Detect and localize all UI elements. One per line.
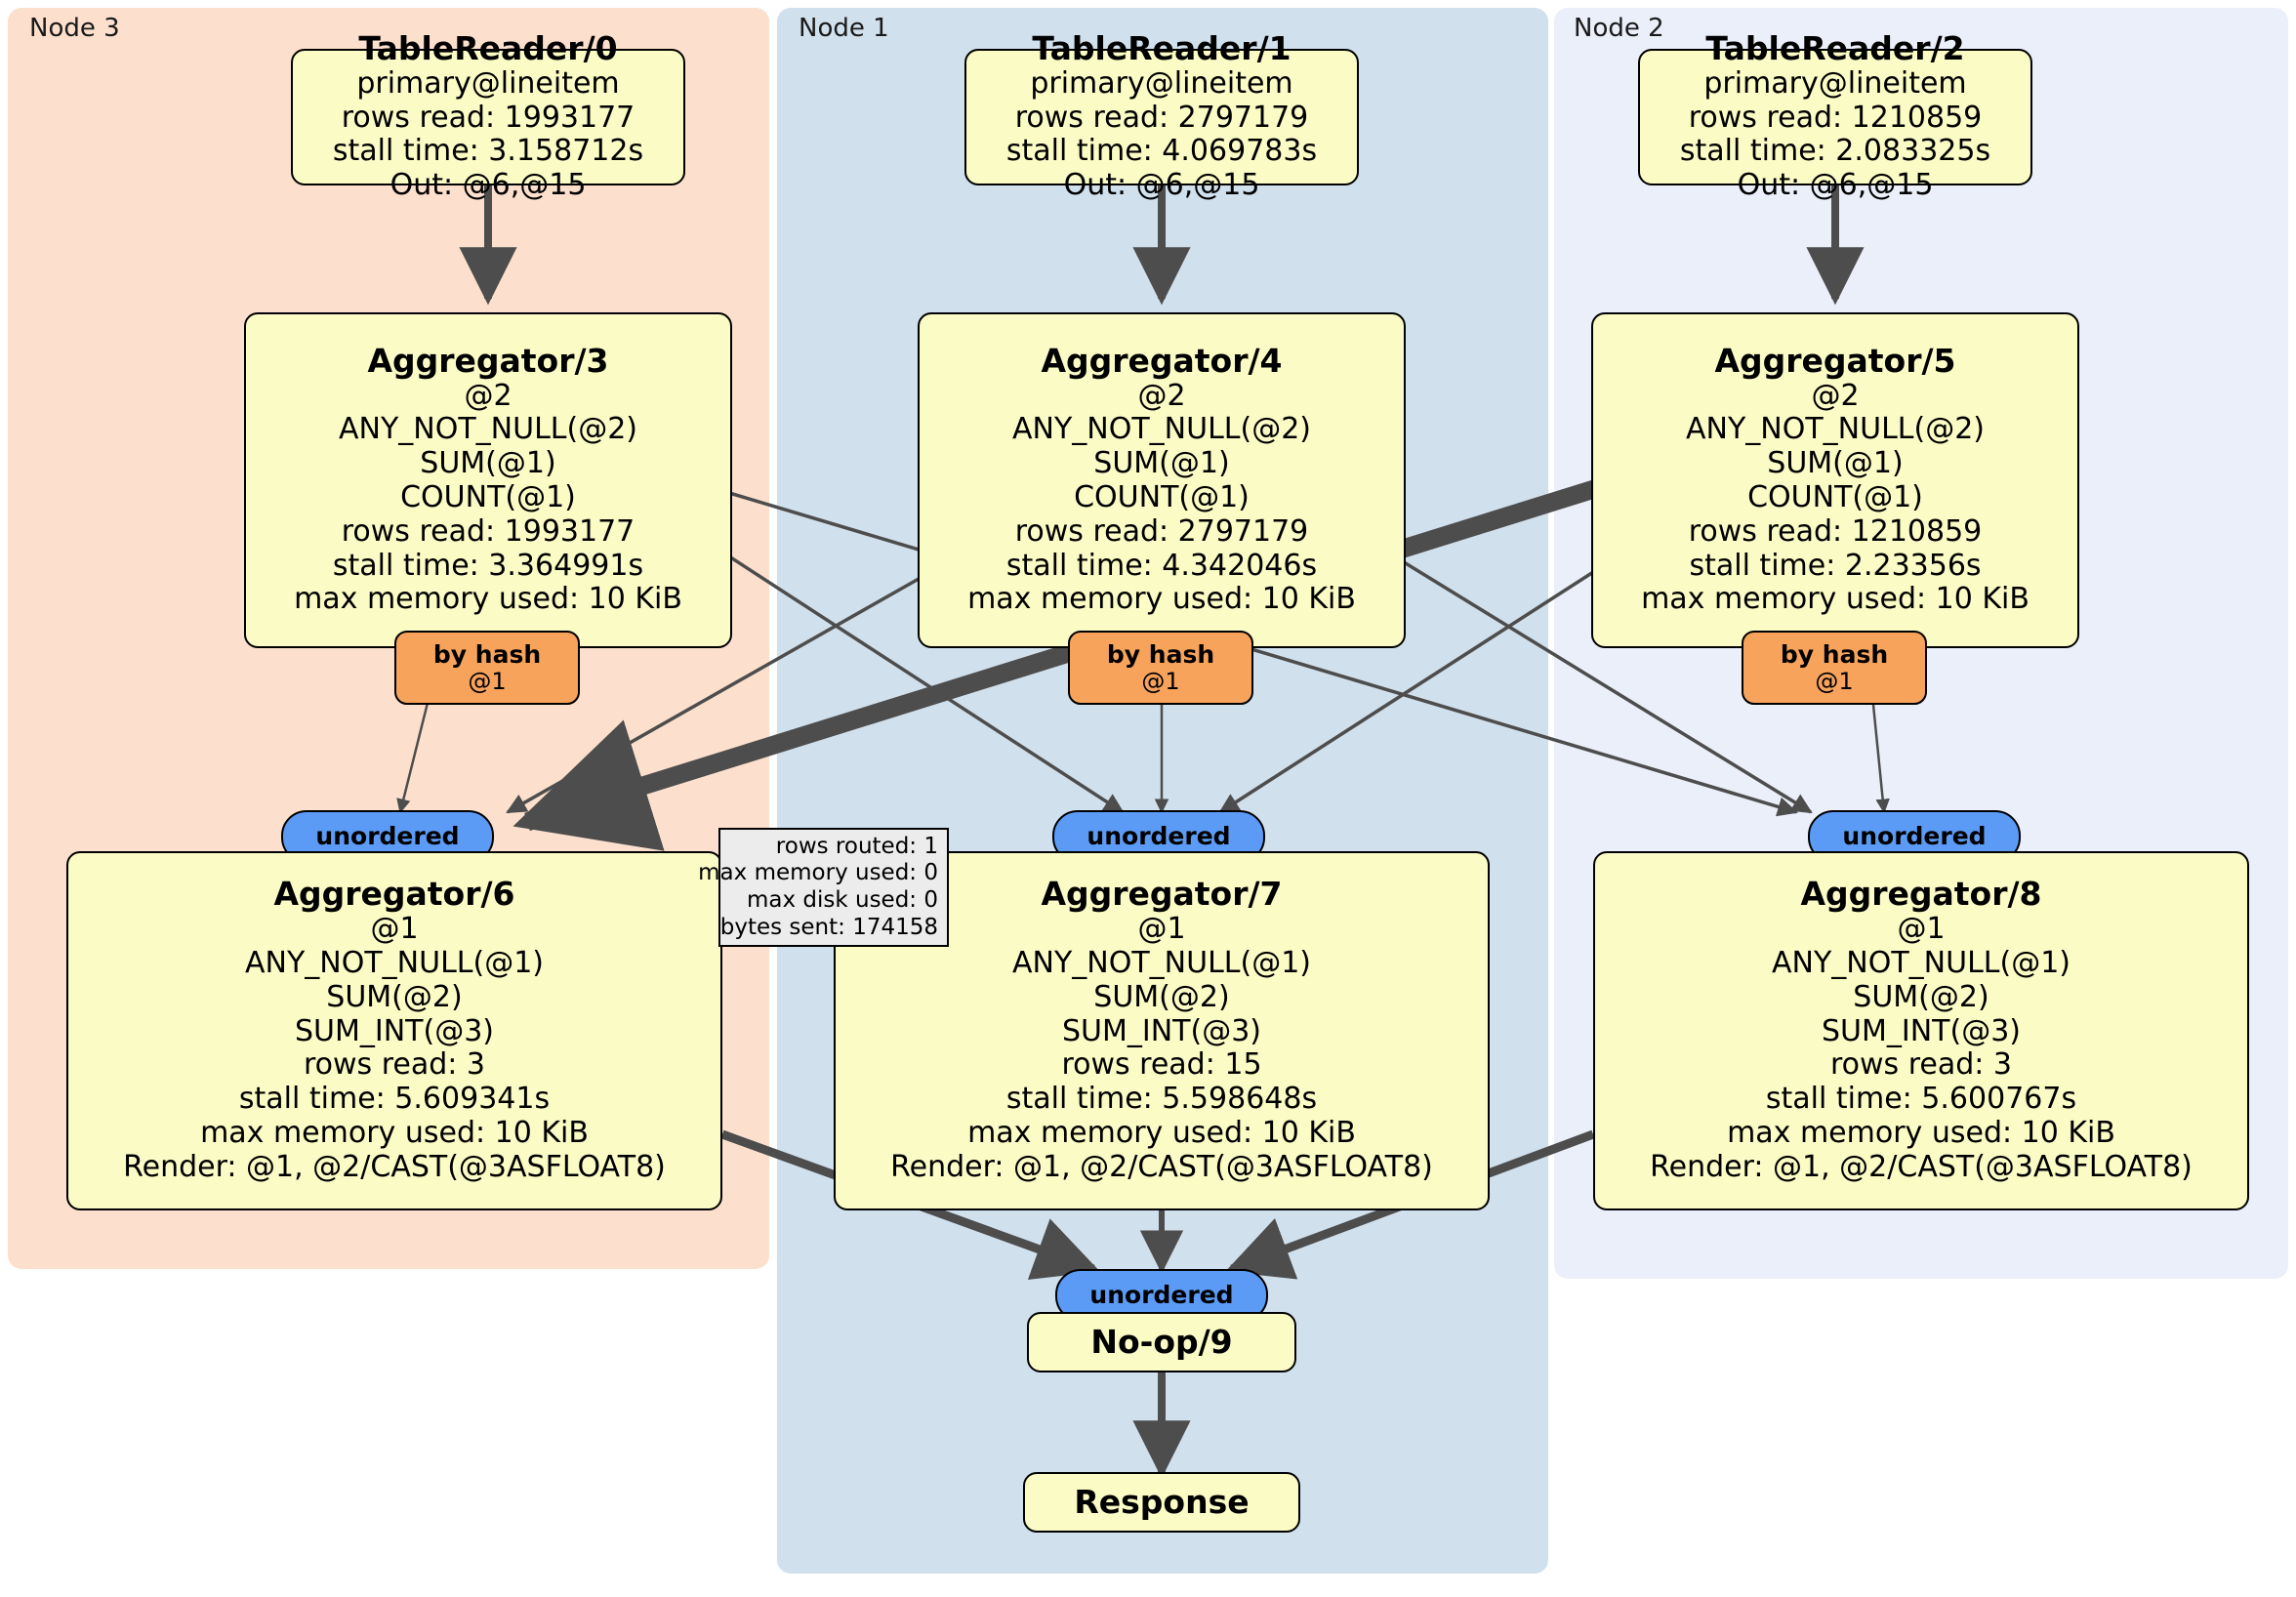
router-by-hash-node3[interactable]: by hash @1 <box>394 631 580 705</box>
node-line: Render: @1, @2/CAST(@3ASFLOAT8) <box>123 1149 666 1184</box>
node-tablereader-1[interactable]: TableReader/1 primary@lineitem rows read… <box>964 30 1359 202</box>
node-line: SUM(@1) <box>420 446 556 481</box>
router-by-hash-node1[interactable]: by hash @1 <box>1068 631 1253 705</box>
node-line: primary@lineitem <box>1703 65 1967 101</box>
node-title: TableReader/1 <box>1032 28 1292 67</box>
node-noop-9[interactable]: No-op/9 <box>1027 1312 1296 1372</box>
stat-line: max memory used: 0 <box>698 860 938 886</box>
node-line: @2 <box>1811 378 1860 413</box>
node-line: SUM_INT(@3) <box>295 1013 494 1048</box>
router-column: @1 <box>1815 667 1854 695</box>
node-line: SUM_INT(@3) <box>1062 1013 1261 1048</box>
node-line: rows read: 2797179 <box>1014 100 1309 135</box>
cluster-label-node-1: Node 1 <box>799 14 889 43</box>
node-line: stall time: 5.598648s <box>1005 1082 1318 1117</box>
node-line: Out: @6,@15 <box>1063 168 1260 203</box>
node-line: COUNT(@1) <box>1747 480 1923 515</box>
router-title: by hash <box>1106 640 1215 670</box>
stat-line: rows routed: 1 <box>775 833 938 859</box>
node-line: @2 <box>1137 378 1186 413</box>
stream-stats-box: rows routed: 1 max memory used: 0 max di… <box>698 828 949 947</box>
node-line: SUM(@1) <box>1767 446 1904 481</box>
node-line: stall time: 2.083325s <box>1679 134 1991 169</box>
node-title: Aggregator/4 <box>1041 341 1283 380</box>
node-line: @1 <box>1137 912 1186 947</box>
node-line: stall time: 2.23356s <box>1689 548 1982 583</box>
synchronizer-label: unordered <box>315 822 460 851</box>
node-line: max memory used: 10 KiB <box>1727 1116 2115 1151</box>
node-tablereader-0[interactable]: TableReader/0 primary@lineitem rows read… <box>291 30 685 202</box>
node-aggregator-4[interactable]: Aggregator/4 @2 ANY_NOT_NULL(@2) SUM(@1)… <box>918 312 1406 648</box>
router-title: by hash <box>432 640 542 670</box>
node-line: ANY_NOT_NULL(@1) <box>245 946 544 981</box>
node-line: max memory used: 10 KiB <box>1641 582 2030 617</box>
node-title: Aggregator/8 <box>1800 875 2042 914</box>
node-title: Aggregator/3 <box>367 341 609 380</box>
node-line: primary@lineitem <box>1030 65 1293 101</box>
node-line: max memory used: 10 KiB <box>967 582 1356 617</box>
node-aggregator-3[interactable]: Aggregator/3 @2 ANY_NOT_NULL(@2) SUM(@1)… <box>244 312 732 648</box>
synchronizer-label: unordered <box>1086 822 1231 851</box>
node-line: primary@lineitem <box>356 65 620 101</box>
node-line: SUM(@2) <box>326 979 463 1014</box>
node-response[interactable]: Response <box>1023 1472 1300 1533</box>
router-by-hash-node2[interactable]: by hash @1 <box>1742 631 1927 705</box>
node-line: ANY_NOT_NULL(@2) <box>339 412 637 447</box>
node-line: @1 <box>1897 912 1946 947</box>
node-title: TableReader/0 <box>358 28 618 67</box>
node-line: stall time: 4.069783s <box>1005 134 1318 169</box>
node-title: Aggregator/7 <box>1041 875 1283 914</box>
node-line: SUM_INT(@3) <box>1822 1013 2021 1048</box>
synchronizer-label: unordered <box>1089 1281 1234 1310</box>
node-line: COUNT(@1) <box>400 480 576 515</box>
node-line: Out: @6,@15 <box>390 168 587 203</box>
node-line: ANY_NOT_NULL(@2) <box>1686 412 1985 447</box>
node-line: stall time: 3.158712s <box>332 134 644 169</box>
node-title: No-op/9 <box>1090 1322 1233 1361</box>
node-line: Render: @1, @2/CAST(@3ASFLOAT8) <box>890 1149 1433 1184</box>
node-line: COUNT(@1) <box>1074 480 1250 515</box>
node-line: @2 <box>464 378 512 413</box>
node-line: stall time: 5.600767s <box>1765 1082 2077 1117</box>
node-aggregator-6[interactable]: Aggregator/6 @1 ANY_NOT_NULL(@1) SUM(@2)… <box>66 851 722 1210</box>
node-line: rows read: 1993177 <box>341 100 636 135</box>
node-line: @1 <box>370 912 419 947</box>
node-aggregator-8[interactable]: Aggregator/8 @1 ANY_NOT_NULL(@1) SUM(@2)… <box>1593 851 2249 1210</box>
node-tablereader-2[interactable]: TableReader/2 primary@lineitem rows read… <box>1638 30 2032 202</box>
node-line: SUM(@1) <box>1093 446 1230 481</box>
node-line: SUM(@2) <box>1093 979 1230 1014</box>
node-line: stall time: 5.609341s <box>238 1082 551 1117</box>
synchronizer-label: unordered <box>1842 822 1987 851</box>
node-line: rows read: 3 <box>303 1047 486 1083</box>
node-line: max memory used: 10 KiB <box>967 1116 1356 1151</box>
cluster-label-node-3: Node 3 <box>29 14 120 43</box>
node-line: max memory used: 10 KiB <box>294 582 682 617</box>
router-title: by hash <box>1780 640 1889 670</box>
node-line: ANY_NOT_NULL(@1) <box>1012 946 1311 981</box>
router-column: @1 <box>468 667 507 695</box>
cluster-label-node-2: Node 2 <box>1574 14 1664 43</box>
node-title: Response <box>1074 1482 1250 1521</box>
node-line: max memory used: 10 KiB <box>200 1116 589 1151</box>
stat-line: max disk used: 0 <box>746 887 938 913</box>
node-line: stall time: 4.342046s <box>1005 548 1318 583</box>
router-column: @1 <box>1141 667 1180 695</box>
node-line: SUM(@2) <box>1853 979 1989 1014</box>
node-line: stall time: 3.364991s <box>332 548 644 583</box>
node-line: rows read: 15 <box>1061 1047 1262 1083</box>
node-line: ANY_NOT_NULL(@2) <box>1012 412 1311 447</box>
node-line: rows read: 1993177 <box>341 513 636 549</box>
node-line: rows read: 1210859 <box>1688 513 1983 549</box>
node-title: Aggregator/5 <box>1714 341 1956 380</box>
node-line: rows read: 1210859 <box>1688 100 1983 135</box>
node-line: Out: @6,@15 <box>1737 168 1934 203</box>
node-line: rows read: 3 <box>1829 1047 2013 1083</box>
node-title: TableReader/2 <box>1705 28 1965 67</box>
node-line: rows read: 2797179 <box>1014 513 1309 549</box>
node-title: Aggregator/6 <box>273 875 515 914</box>
node-line: Render: @1, @2/CAST(@3ASFLOAT8) <box>1650 1149 2193 1184</box>
node-line: ANY_NOT_NULL(@1) <box>1772 946 2070 981</box>
node-aggregator-5[interactable]: Aggregator/5 @2 ANY_NOT_NULL(@2) SUM(@1)… <box>1591 312 2079 648</box>
stat-line: bytes sent: 174158 <box>719 914 938 940</box>
